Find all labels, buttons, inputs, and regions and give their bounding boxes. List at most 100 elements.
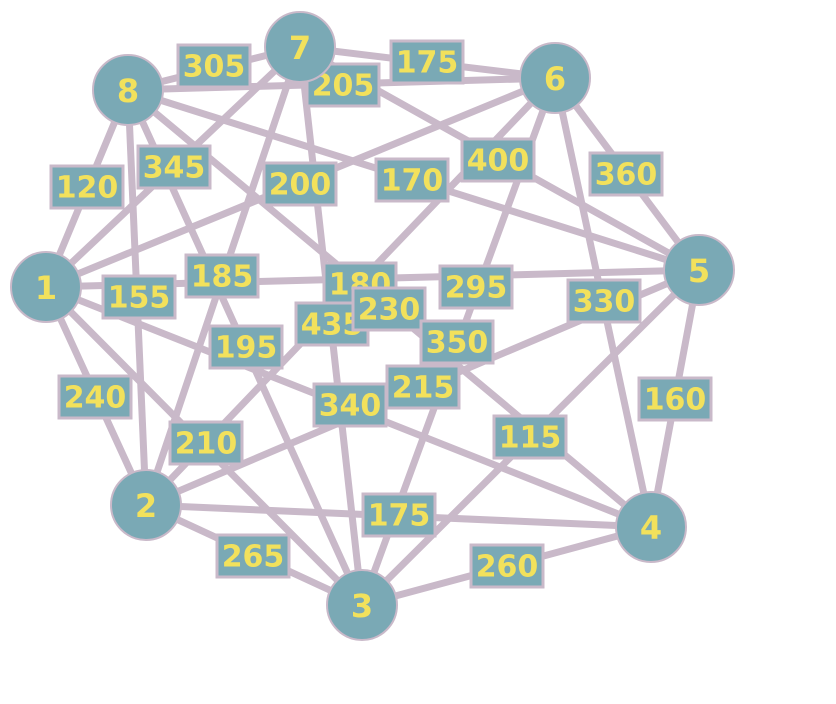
node-8: 8 — [92, 54, 164, 126]
edge-weight-text: 350 — [426, 326, 489, 361]
edge-weight-text: 160 — [644, 383, 707, 418]
node-7: 7 — [264, 11, 336, 83]
edge-weight-label-6-5: 360 — [588, 151, 664, 197]
node-circle — [615, 491, 687, 563]
edge-weight-label-1-3: 210 — [168, 420, 244, 466]
edge-weight-box — [57, 374, 133, 420]
node-label: 7 — [289, 29, 311, 67]
node-label: 2 — [135, 487, 157, 525]
edge-weight-label-2-4: 175 — [361, 492, 437, 538]
edge-weight-box — [305, 62, 381, 108]
edge-weight-label-1-6: 200 — [262, 161, 338, 207]
edge-weight-text: 200 — [269, 168, 332, 203]
node-circle — [264, 11, 336, 83]
edge-weight-label-6-4: 330 — [566, 278, 642, 324]
edge-weight-text: 345 — [143, 151, 206, 186]
node-label: 5 — [688, 252, 710, 290]
edge-weight-box — [262, 161, 338, 207]
edge-weight-box — [208, 324, 284, 370]
node-circle — [110, 469, 182, 541]
node-5: 5 — [663, 234, 735, 306]
edge-weight-text: 175 — [396, 46, 459, 81]
edge-weight-box — [49, 164, 125, 210]
edge-weight-label-1-4: 340 — [312, 382, 388, 428]
edge-weight-box — [312, 382, 388, 428]
edge-weight-text: 210 — [175, 427, 238, 462]
node-label: 3 — [351, 587, 373, 625]
edge-weight-box — [566, 278, 642, 324]
edge-weight-label-8-3: 195 — [208, 324, 284, 370]
edge-weight-text: 305 — [183, 50, 246, 85]
edge-weight-box — [419, 319, 495, 365]
edge-weight-label-8-5: 400 — [460, 137, 536, 183]
edge-weight-label-6-3: 295 — [438, 264, 514, 310]
edge-weight-box — [374, 157, 450, 203]
node-6: 6 — [519, 42, 591, 114]
edge-weight-box — [389, 39, 465, 85]
edge-weight-box — [101, 274, 177, 320]
node-circle — [92, 54, 164, 126]
edge-weight-text: 240 — [64, 381, 127, 416]
node-1: 1 — [10, 251, 82, 323]
edge-weight-text: 115 — [499, 421, 562, 456]
edge-weight-label-8-6: 205 — [305, 62, 381, 108]
node-2: 2 — [110, 469, 182, 541]
node-label: 6 — [544, 60, 566, 98]
edge-weight-text: 260 — [476, 550, 539, 585]
node-label: 1 — [35, 269, 57, 307]
edge-weight-box — [460, 137, 536, 183]
edge-weight-label-7-5: 170 — [374, 157, 450, 203]
edge-weight-label-5-3: 115 — [492, 414, 568, 460]
edge-weight-box — [176, 43, 252, 89]
edge-weight-label-2-3: 265 — [215, 533, 291, 579]
node-label: 4 — [640, 509, 662, 547]
edge-weight-text: 155 — [108, 281, 171, 316]
edge-weight-text: 120 — [56, 171, 119, 206]
edge-weight-label-8-2: 155 — [101, 274, 177, 320]
edge-weight-label-7-6: 175 — [389, 39, 465, 85]
edge-weight-box — [184, 253, 260, 299]
edge-weight-label-2-5: 215 — [385, 364, 461, 410]
edge-weight-label-8-1: 120 — [49, 164, 125, 210]
edge-weight-text: 295 — [445, 271, 508, 306]
edge-weight-box — [637, 376, 713, 422]
edge-weight-box — [588, 151, 664, 197]
edge-weight-box — [136, 144, 212, 190]
edge-weight-label-3-4: 260 — [469, 543, 545, 589]
edge-weight-label-7-2: 185 — [184, 253, 260, 299]
edge-weight-text: 265 — [222, 540, 285, 575]
edge-weight-box — [469, 543, 545, 589]
edge-weight-box — [438, 264, 514, 310]
edge-weight-text: 340 — [319, 389, 382, 424]
edge-weight-box — [385, 364, 461, 410]
edge-weight-label-5-4: 160 — [637, 376, 713, 422]
edge-weight-text: 360 — [595, 158, 658, 193]
edge-weight-label-1-2: 240 — [57, 374, 133, 420]
edge-weight-label-8-7: 305 — [176, 43, 252, 89]
edge-weight-box — [361, 492, 437, 538]
edge-weight-text: 175 — [368, 499, 431, 534]
edge-weight-box — [215, 533, 291, 579]
edge-weight-label-1-7: 345 — [136, 144, 212, 190]
edge-weight-text: 330 — [573, 285, 636, 320]
node-circle — [663, 234, 735, 306]
node-3: 3 — [326, 569, 398, 641]
edge-weight-text: 195 — [215, 331, 278, 366]
edge-weight-text: 215 — [392, 371, 455, 406]
edge-weight-box — [168, 420, 244, 466]
edge-weight-text: 170 — [381, 164, 444, 199]
edge-weight-text: 400 — [467, 144, 530, 179]
edge-weight-text: 230 — [358, 293, 421, 328]
node-circle — [326, 569, 398, 641]
node-4: 4 — [615, 491, 687, 563]
edge-weight-box — [492, 414, 568, 460]
node-circle — [519, 42, 591, 114]
edge-weight-label-8-4: 350 — [419, 319, 495, 365]
edge-weight-label-7-3: 230 — [351, 286, 427, 332]
node-circle — [10, 251, 82, 323]
edge-weight-text: 185 — [191, 260, 254, 295]
edge-weight-box — [351, 286, 427, 332]
